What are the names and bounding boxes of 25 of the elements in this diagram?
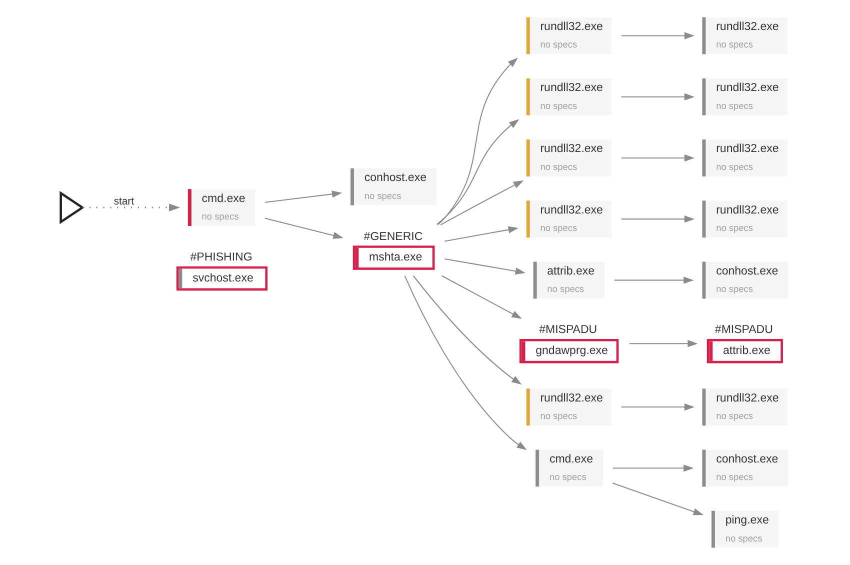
- arrow: [264, 190, 342, 203]
- arrow: [620, 32, 694, 40]
- edge-label: start: [113, 196, 134, 208]
- arrow: [628, 340, 698, 348]
- arrow: [612, 464, 694, 472]
- node-label: #MISPADU: [714, 324, 772, 336]
- node-triangle: [59, 190, 84, 224]
- arrow: [82, 204, 180, 212]
- arrow: [612, 482, 704, 516]
- arrow: [620, 403, 694, 411]
- node-label: #MISPADU: [538, 324, 597, 336]
- arrow: [436, 119, 519, 225]
- arrow: [441, 275, 522, 319]
- arrow: [264, 218, 343, 239]
- arrow: [437, 58, 518, 226]
- node-label: #GENERIC: [363, 230, 422, 243]
- arrow: [444, 258, 526, 275]
- node-label: #PHISHING: [190, 252, 252, 264]
- arrow: [620, 93, 694, 100]
- arrow: [620, 154, 694, 162]
- arrow: [412, 275, 522, 385]
- arrow: [440, 180, 524, 226]
- arrow: [444, 226, 518, 242]
- arrow: [620, 216, 694, 223]
- arrow: [614, 276, 694, 284]
